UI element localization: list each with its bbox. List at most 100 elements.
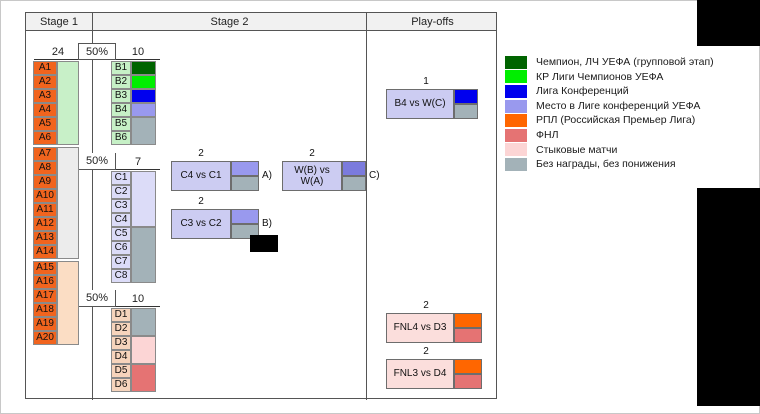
match-b-number: 2 xyxy=(198,196,204,207)
stage1-team-a1: A1 xyxy=(33,61,57,75)
bracket-table: Stage 1 Stage 2 Play-offs 24 50% 10 50% … xyxy=(25,12,497,400)
redaction-box-top-right xyxy=(697,0,760,46)
match-a-tag: A) xyxy=(262,170,272,181)
legend-swatch-5 xyxy=(505,128,527,142)
stage2-team-d6: D6 xyxy=(111,378,131,392)
stage2-team-b1: B1 xyxy=(111,61,131,75)
table-header-row: Stage 1 Stage 2 Play-offs xyxy=(26,13,496,31)
stage2-team-d1: D1 xyxy=(111,308,131,322)
playoff-2-number: 2 xyxy=(423,300,429,311)
legend-label-5: ФНЛ xyxy=(536,129,559,142)
stage2-d3d4-result xyxy=(131,336,156,364)
stage2-team-c7: C7 xyxy=(111,255,131,269)
stage1-team-a18: A18 xyxy=(33,303,57,317)
playoff-3-number: 2 xyxy=(423,346,429,357)
stage1-team-a20: A20 xyxy=(33,331,57,345)
column-divider-1 xyxy=(92,31,93,400)
stage1-group1-count: 24 xyxy=(51,46,65,58)
stage1-group2-split: 50% xyxy=(78,153,116,170)
legend-row: КР Лиги Чемпионов УЕФА xyxy=(505,70,755,85)
stage2-c5c8-result xyxy=(131,227,156,283)
stage1-group3-split: 50% xyxy=(78,290,116,307)
legend-row: Стыковые матчи xyxy=(505,143,755,158)
rule-g1-right xyxy=(116,59,160,60)
redaction-box-bottom-right xyxy=(697,188,760,406)
match-b-tag: B) xyxy=(262,218,272,229)
stage1-strip-group3 xyxy=(57,261,79,345)
playoff-2-result-loser xyxy=(454,328,482,343)
stage2-team-b3: B3 xyxy=(111,89,131,103)
legend-swatch-3 xyxy=(505,99,527,113)
stage2-team-b4: B4 xyxy=(111,103,131,117)
playoff-2-box[interactable]: FNL4 vs D3 xyxy=(386,313,454,343)
stage2-team-b2: B2 xyxy=(111,75,131,89)
playoff-1-number: 1 xyxy=(423,76,429,87)
match-b-result-winner xyxy=(231,209,259,224)
legend-label-7: Без награды, без понижения xyxy=(536,158,676,171)
redaction-box-center xyxy=(250,235,278,252)
stage2-team-c6: C6 xyxy=(111,241,131,255)
stage2-team-d5: D5 xyxy=(111,364,131,378)
stage1-team-a15: A15 xyxy=(33,261,57,275)
rule-g3-right xyxy=(116,306,160,307)
stage1-team-a5: A5 xyxy=(33,117,57,131)
stage2-group-c-count: 7 xyxy=(134,156,142,168)
match-c-line2: W(A) xyxy=(300,176,324,187)
stage2-team-d2: D2 xyxy=(111,322,131,336)
stage1-team-a14: A14 xyxy=(33,245,57,259)
match-c-line1: W(B) vs xyxy=(294,164,330,176)
playoff-3-box[interactable]: FNL3 vs D4 xyxy=(386,359,454,389)
header-stage-1: Stage 1 xyxy=(40,16,78,28)
legend-row: РПЛ (Российская Премьер Лига) xyxy=(505,113,755,128)
match-c-result-loser xyxy=(342,176,366,191)
stage2-c1c4-result xyxy=(131,171,156,227)
stage1-team-a2: A2 xyxy=(33,75,57,89)
rule-g1-left xyxy=(34,59,78,60)
match-a-result-loser xyxy=(231,176,259,191)
playoff-1-box[interactable]: B4 vs W(C) xyxy=(386,89,454,119)
stage1-team-a7: A7 xyxy=(33,147,57,161)
playoff-2-result-winner xyxy=(454,313,482,328)
rule-g2-right xyxy=(116,169,160,170)
match-b-box[interactable]: C3 vs C2 xyxy=(171,209,231,239)
stage1-team-a3: A3 xyxy=(33,89,57,103)
stage2-b4-result xyxy=(131,103,156,117)
legend-swatch-2 xyxy=(505,84,527,98)
match-c-box[interactable]: W(B) vs W(A) xyxy=(282,161,342,191)
match-c-number: 2 xyxy=(309,148,315,159)
stage1-strip-group2 xyxy=(57,147,79,259)
stage2-team-b5: B5 xyxy=(111,117,131,131)
legend-swatch-1 xyxy=(505,70,527,84)
stage1-team-a13: A13 xyxy=(33,231,57,245)
legend-row: Чемпион, ЛЧ УЕФА (групповой этап) xyxy=(505,55,755,70)
legend-row: Без награды, без понижения xyxy=(505,157,755,172)
playoff-3-result-loser xyxy=(454,374,482,389)
stage2-team-c2: C2 xyxy=(111,185,131,199)
match-a-box[interactable]: C4 vs C1 xyxy=(171,161,231,191)
stage2-team-c4: C4 xyxy=(111,213,131,227)
legend-row: Лига Конференций xyxy=(505,84,755,99)
stage1-team-a9: A9 xyxy=(33,175,57,189)
stage1-strip-group1 xyxy=(57,61,79,145)
stage2-group-d-count: 10 xyxy=(131,293,145,305)
playoff-1-result-winner xyxy=(454,89,478,104)
stage2-d5d6-result xyxy=(131,364,156,392)
stage2-b3-result xyxy=(131,89,156,103)
legend: Чемпион, ЛЧ УЕФА (групповой этап)КР Лиги… xyxy=(505,55,755,172)
stage1-team-a17: A17 xyxy=(33,289,57,303)
stage2-group-b-count: 10 xyxy=(131,46,145,58)
match-c-result-winner xyxy=(342,161,366,176)
header-play-offs: Play-offs xyxy=(366,13,498,31)
stage2-team-d3: D3 xyxy=(111,336,131,350)
stage2-b1-result xyxy=(131,61,156,75)
legend-label-2: Лига Конференций xyxy=(536,85,629,98)
stage1-team-a8: A8 xyxy=(33,161,57,175)
legend-label-4: РПЛ (Российская Премьер Лига) xyxy=(536,114,696,127)
legend-swatch-7 xyxy=(505,157,527,171)
stage2-team-d4: D4 xyxy=(111,350,131,364)
stage2-d1d2-result xyxy=(131,308,156,336)
playoff-3-result-winner xyxy=(454,359,482,374)
match-a-result-winner xyxy=(231,161,259,176)
legend-label-6: Стыковые матчи xyxy=(536,143,618,156)
stage1-team-a4: A4 xyxy=(33,103,57,117)
